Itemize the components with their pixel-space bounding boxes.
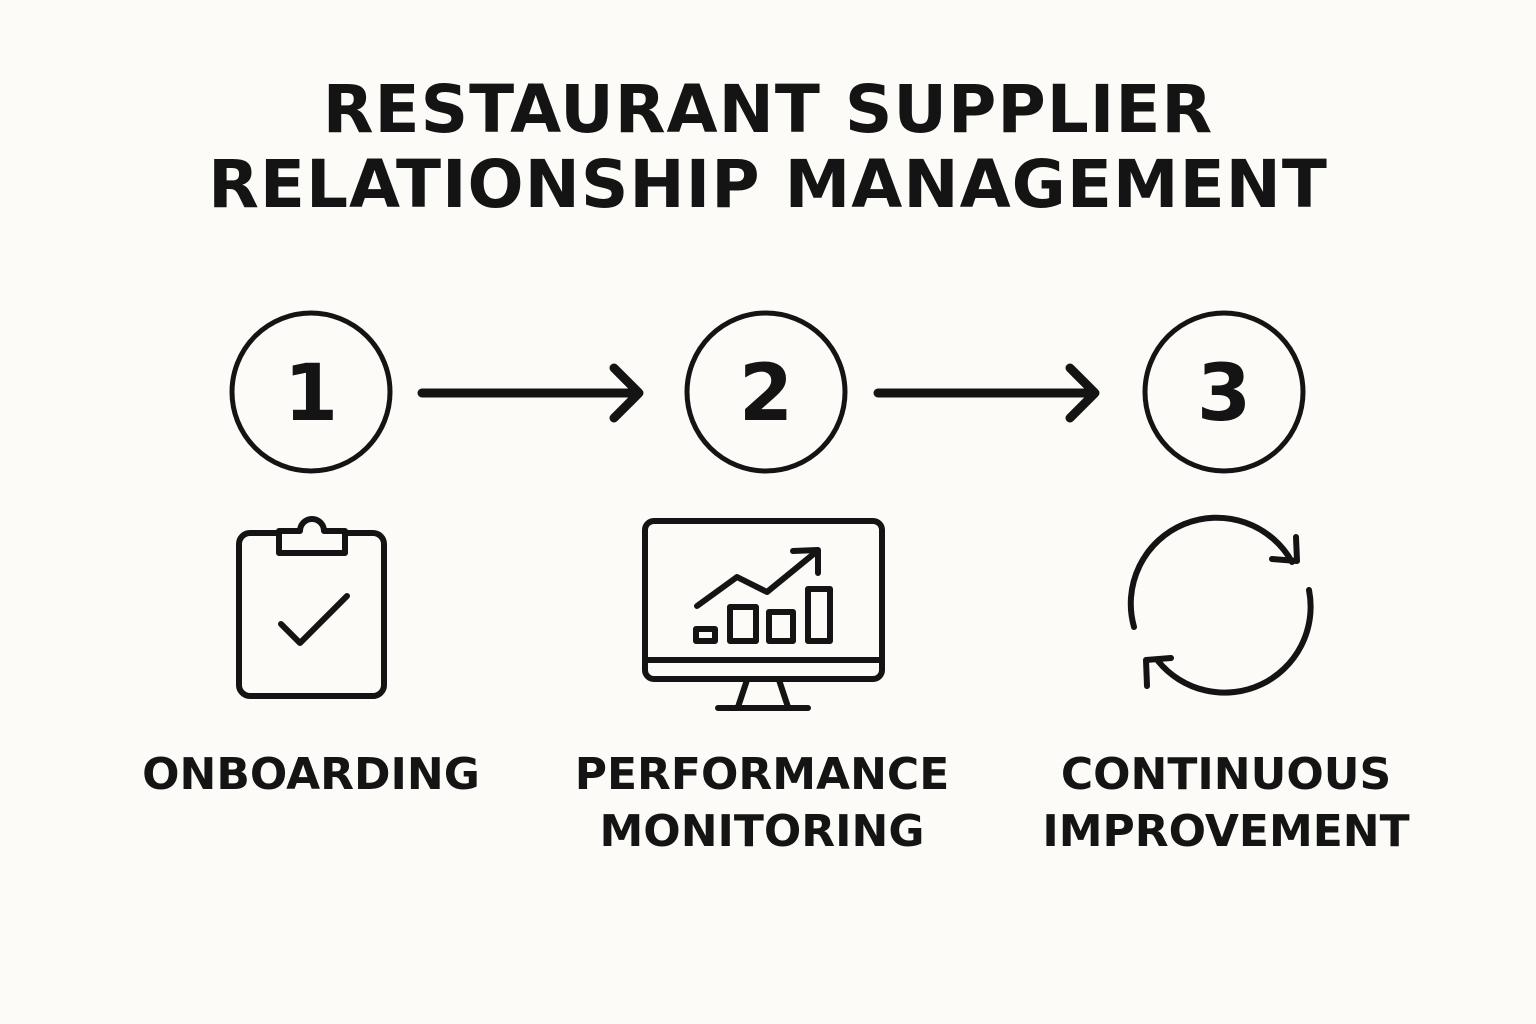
step-2-number: 2	[739, 349, 793, 439]
step-2-label-line-1: PERFORMANCE	[574, 749, 950, 800]
step-3-label-line-1: CONTINUOUS	[1060, 749, 1392, 800]
step-1-label: ONBOARDING	[81, 746, 541, 803]
arrow-step-1-to-2	[417, 363, 644, 423]
step-3-number: 3	[1197, 349, 1251, 439]
step-1-circle: 1	[229, 310, 393, 474]
step-1-label-line-1: ONBOARDING	[142, 749, 480, 800]
step-3-circle: 3	[1142, 310, 1306, 474]
arrow-step-2-to-3	[873, 363, 1100, 423]
diagram-title-line-2: RELATIONSHIP MANAGEMENT	[208, 146, 1328, 223]
diagram-title-line-1: RESTAURANT SUPPLIER	[322, 71, 1214, 148]
step-3-label-line-2: IMPROVEMENT	[1042, 806, 1410, 857]
step-2-label-line-2: MONITORING	[599, 806, 925, 857]
step-2-circle: 2	[684, 310, 848, 474]
step-3-label: CONTINUOUS IMPROVEMENT	[996, 746, 1456, 860]
step-1-number: 1	[284, 349, 338, 439]
step-2-label: PERFORMANCE MONITORING	[532, 746, 992, 860]
monitor-chart-icon	[642, 518, 885, 711]
clipboard-check-icon	[236, 516, 387, 699]
cycle-arrows-icon	[1127, 514, 1314, 696]
